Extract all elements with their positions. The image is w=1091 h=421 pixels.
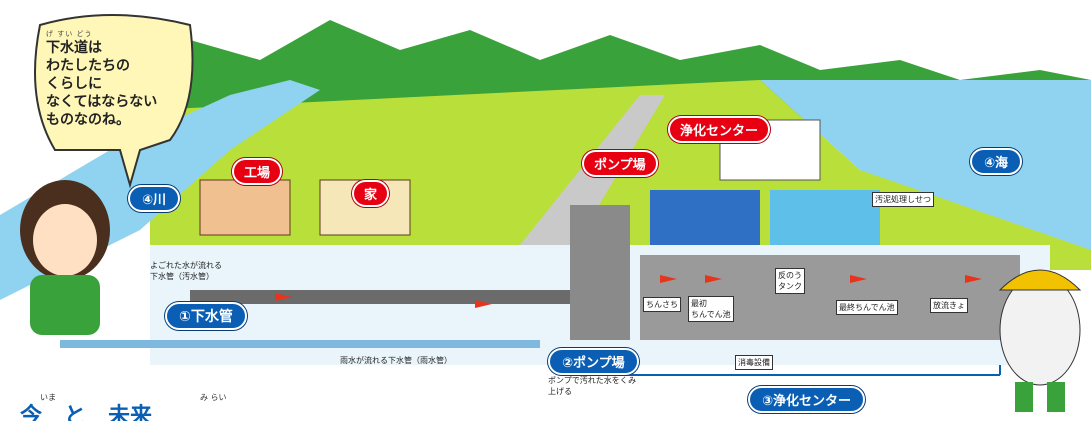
pump-station-numbered-tag: ②ポンプ場 (548, 348, 639, 375)
pump-shaft (570, 205, 630, 340)
bubble-line: ものなのね。 (46, 112, 130, 128)
bubble-line: くらしに (46, 76, 102, 92)
settling-tank (770, 190, 880, 245)
flow-arrows (275, 275, 982, 308)
pump-station-tag: ポンプ場 (582, 150, 658, 177)
plant-building (719, 119, 821, 181)
pump-note: ポンプで汚れた水をくみ 上げる (548, 376, 637, 396)
final-tank-label: 最終ちんでん池 (836, 300, 898, 315)
rain-water-pipe-note: 雨水が流れる下水管（雨水管） (340, 356, 452, 365)
house-tag: 家 (352, 180, 390, 207)
reaction-tank-label: 反のう タンク (775, 268, 805, 294)
bottom-ruby-right: み らい (200, 393, 227, 402)
sewer-pipe-upper (190, 290, 610, 304)
river-tag: ④川 (128, 185, 181, 212)
sewer-pipe-tag: ①下水管 (165, 302, 247, 330)
factory-tag: 工場 (232, 158, 283, 185)
purification-center-tag: 浄化センター (668, 116, 771, 143)
girl-character (20, 180, 110, 335)
disinfection-label: 消毒設備 (735, 355, 773, 370)
discharge-label: 放流きょ (930, 298, 968, 313)
factory-building (199, 179, 291, 236)
first-tank-label: 最初 ちんでん池 (688, 296, 734, 322)
speech-bubble-shape (34, 14, 194, 189)
bubble-ruby: げ すい どう (46, 30, 93, 38)
center-bracket (617, 365, 1001, 376)
sedimentation-label: ちんさち (643, 297, 681, 312)
aeration-tank (650, 190, 760, 245)
bubble-line: なくてはならない (46, 94, 158, 110)
sea (760, 80, 1091, 250)
sea-tag: ④海 (970, 148, 1023, 175)
sewer-pipe-lower (60, 340, 540, 348)
bubble-line: わたしたちの (46, 58, 130, 74)
bottom-heading: 今 と 未来 (20, 404, 153, 421)
mascot-character (998, 269, 1082, 412)
purification-center-numbered-tag: ③浄化センター (748, 386, 866, 413)
road (500, 95, 665, 270)
speech-bubble: げ すい どう 下水道は わたしたちの くらしに なくてはならない ものなのね。 (46, 30, 186, 129)
bubble-line: 下水道は (46, 40, 102, 56)
bottom-ruby-left: いま (40, 393, 56, 402)
dirty-water-pipe-note: よごれた水が流れる 下水管（汚水管） (150, 261, 222, 281)
sludge-treatment-label: 汚泥処理しせつ (872, 192, 934, 207)
